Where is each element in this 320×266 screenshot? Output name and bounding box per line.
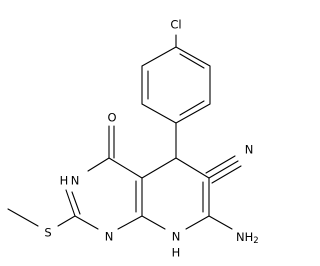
- bond: [175, 103, 211, 124]
- atom-labels: Cl O N H N N N H S NH2: [44, 18, 258, 260]
- bond: [179, 53, 205, 69]
- bond: [108, 157, 143, 179]
- bond: [208, 215, 233, 230]
- atom-label-o: O: [107, 111, 116, 125]
- bond-lines: [7, 34, 242, 230]
- bond: [141, 215, 166, 230]
- atom-label-nh-8: N H: [172, 230, 181, 260]
- atom-label-cl: Cl: [170, 18, 181, 32]
- bond: [175, 46, 211, 67]
- bond: [205, 155, 236, 174]
- atom-label-nh2: NH2: [236, 230, 259, 246]
- atom-label-nh-8-h: H: [172, 246, 181, 260]
- bond: [57, 215, 76, 227]
- bond: [185, 215, 210, 230]
- bond: [208, 160, 239, 179]
- bond: [141, 46, 177, 67]
- atom-label-nh-3: H N: [60, 174, 80, 188]
- bond: [179, 100, 205, 116]
- bond: [65, 189, 76, 217]
- bond: [141, 157, 177, 179]
- bond: [71, 191, 81, 215]
- atom-label-s: S: [44, 226, 51, 240]
- bond: [175, 157, 210, 179]
- bond: [74, 215, 99, 230]
- atom-label-nh-3-n: N: [71, 174, 80, 188]
- atom-label-nh-3-h: H: [60, 174, 69, 188]
- atom-label-nh-8-n: N: [172, 230, 181, 244]
- atom-label-n-1: N: [105, 230, 114, 244]
- atom-label-nh2-subscript: 2: [253, 236, 258, 246]
- bond: [117, 215, 143, 230]
- bond: [7, 208, 39, 227]
- bond: [141, 103, 177, 124]
- bond: [87, 157, 110, 172]
- chemical-structure-diagram: Cl O N H N N N H S NH2: [7, 18, 259, 260]
- bond: [211, 165, 242, 184]
- atom-label-n-nitrile: N: [245, 143, 254, 157]
- atom-label-nh2-main: NH: [236, 230, 253, 244]
